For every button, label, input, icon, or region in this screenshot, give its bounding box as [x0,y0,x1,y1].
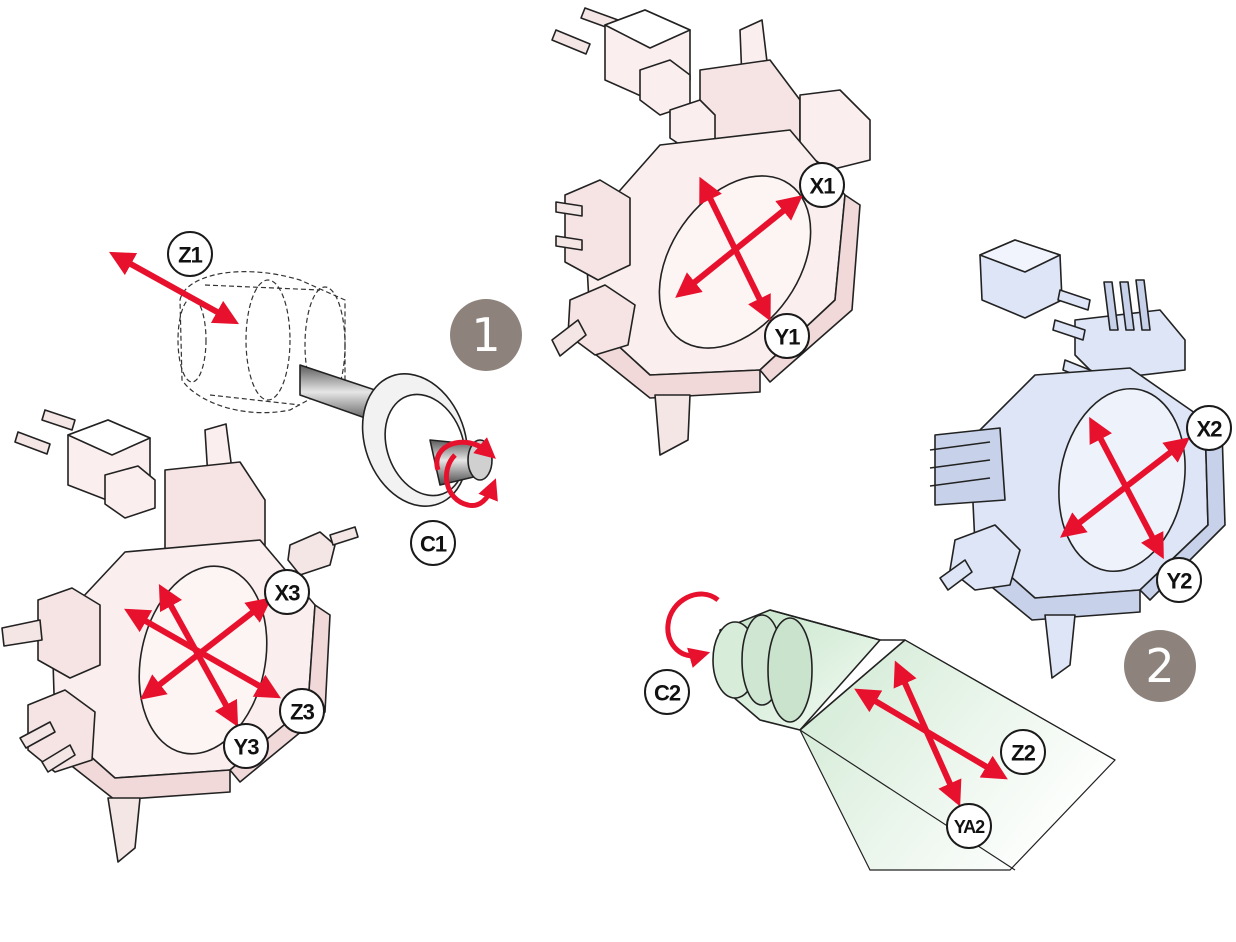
axis-label-y3: Y3 [223,723,269,769]
svg-text:Z1: Z1 [178,243,202,268]
z1-arrow [108,251,240,325]
turret-lower-left [1,409,359,863]
axis-label-z1: Z1 [167,231,213,277]
svg-text:YA2: YA2 [954,817,985,837]
y2-arrow [1089,416,1164,560]
svg-text:2: 2 [1145,639,1174,693]
axis-label-ya2: YA2 [946,803,992,849]
axis-label-x1: X1 [799,162,845,208]
svg-text:Z2: Z2 [1011,741,1035,766]
z3-arrow [124,608,281,699]
y1-arrow [699,176,771,322]
svg-text:C1: C1 [420,532,447,557]
svg-text:1: 1 [471,308,500,362]
svg-text:X1: X1 [810,174,836,199]
axis-label-y1: Y1 [764,313,810,359]
svg-text:C2: C2 [654,681,681,706]
turret-right [929,239,1226,679]
axis-label-x2: X2 [1186,405,1232,451]
svg-text:Z3: Z3 [290,700,314,725]
c2-arrow [665,591,720,668]
svg-text:X3: X3 [275,581,301,606]
svg-text:X2: X2 [1197,417,1223,442]
turret-upper [551,7,871,456]
badge-2: 2 [1124,630,1196,702]
axis-arrows [108,176,1190,807]
ya2-arrow [893,660,962,807]
svg-text:Y1: Y1 [775,325,801,350]
axis-label-c2: C2 [644,669,690,715]
axis-label-z2: Z2 [1000,729,1046,775]
c1-arrow [444,453,498,509]
axis-label-y2: Y2 [1156,557,1202,603]
svg-text:Y2: Y2 [1167,569,1193,594]
axis-label-c1: C1 [410,520,456,566]
badge-1: 1 [450,299,522,371]
axis-label-x3: X3 [264,569,310,615]
svg-text:Y3: Y3 [234,735,260,760]
axis-label-z3: Z3 [279,688,325,734]
